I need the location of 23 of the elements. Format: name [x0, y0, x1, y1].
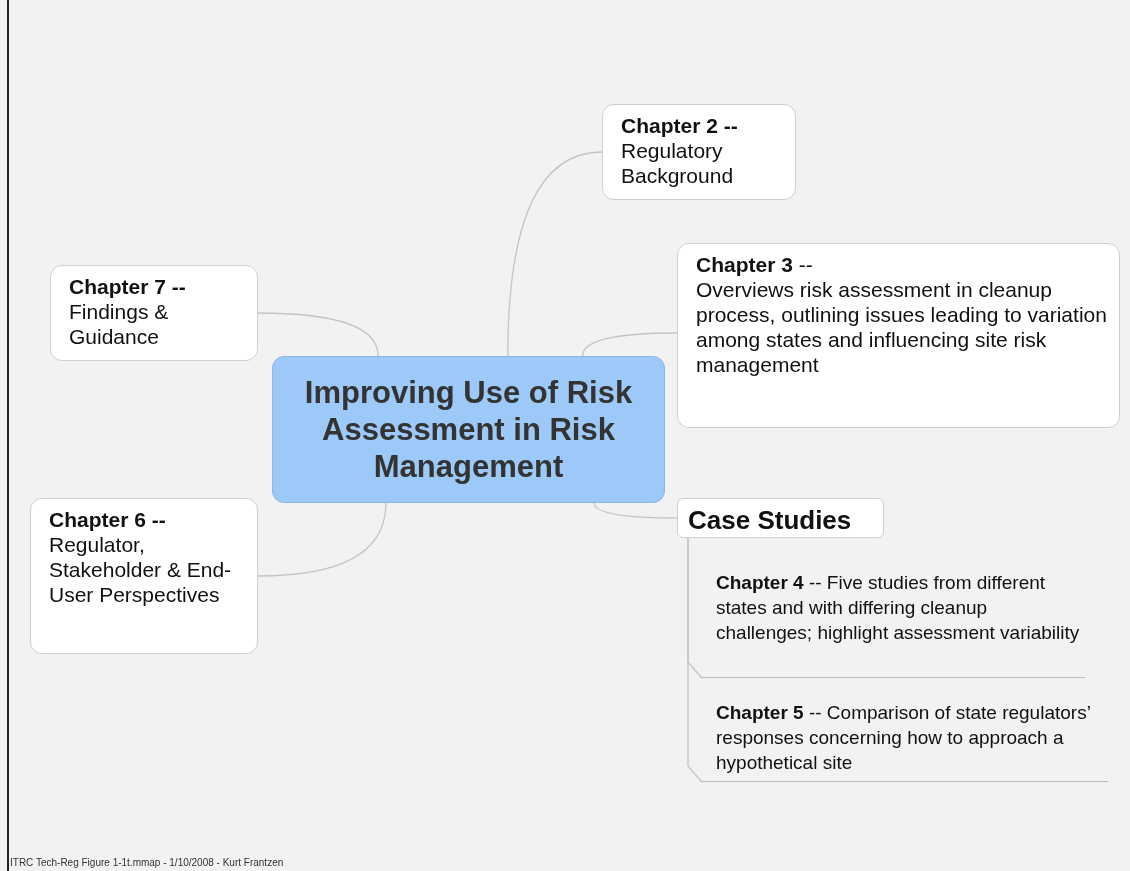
topic-text: Overviews risk assessment in cleanup process, outlining issues leading to variation among states and influencing site risk management	[696, 277, 1108, 377]
topic-box	[602, 104, 796, 200]
topic-heading: Chapter 6 --	[49, 507, 167, 532]
topic-heading: Chapter 7 --	[69, 274, 187, 299]
connector-line	[687, 537, 703, 783]
central-topic-box: Improving Use of Risk Assessment in Risk Management	[272, 356, 665, 503]
connector-line	[257, 502, 387, 577]
topic-text: Regulator, Stakeholder & End-User Perspectives	[49, 532, 233, 607]
topic-box	[50, 265, 258, 361]
topic-box	[677, 243, 1120, 428]
connector-line	[581, 332, 678, 357]
topic-heading: Chapter 2 --	[621, 113, 739, 138]
subtopic: Chapter 4 -- Five studies from different states and with differing cleanup challenges; highlight assessment variability	[702, 570, 1085, 678]
connector-line	[257, 312, 379, 357]
topic-box: Case Studies	[677, 498, 884, 538]
subtopic: Chapter 5 -- Comparison of state regulators’ responses concerning how to approach a hypothetical site	[702, 700, 1108, 782]
topic-box	[30, 498, 258, 654]
topic-heading: Chapter 3 --	[696, 252, 814, 277]
topic-text: Regulatory Background	[621, 138, 735, 188]
footer-note: ITRC Tech-Reg Figure 1-1t.mmap - 1/10/2008 - Kurt Frantzen	[10, 857, 284, 868]
connector-line	[507, 151, 603, 357]
topic-text: Findings & Guidance	[69, 299, 170, 349]
connector-line	[593, 502, 678, 519]
